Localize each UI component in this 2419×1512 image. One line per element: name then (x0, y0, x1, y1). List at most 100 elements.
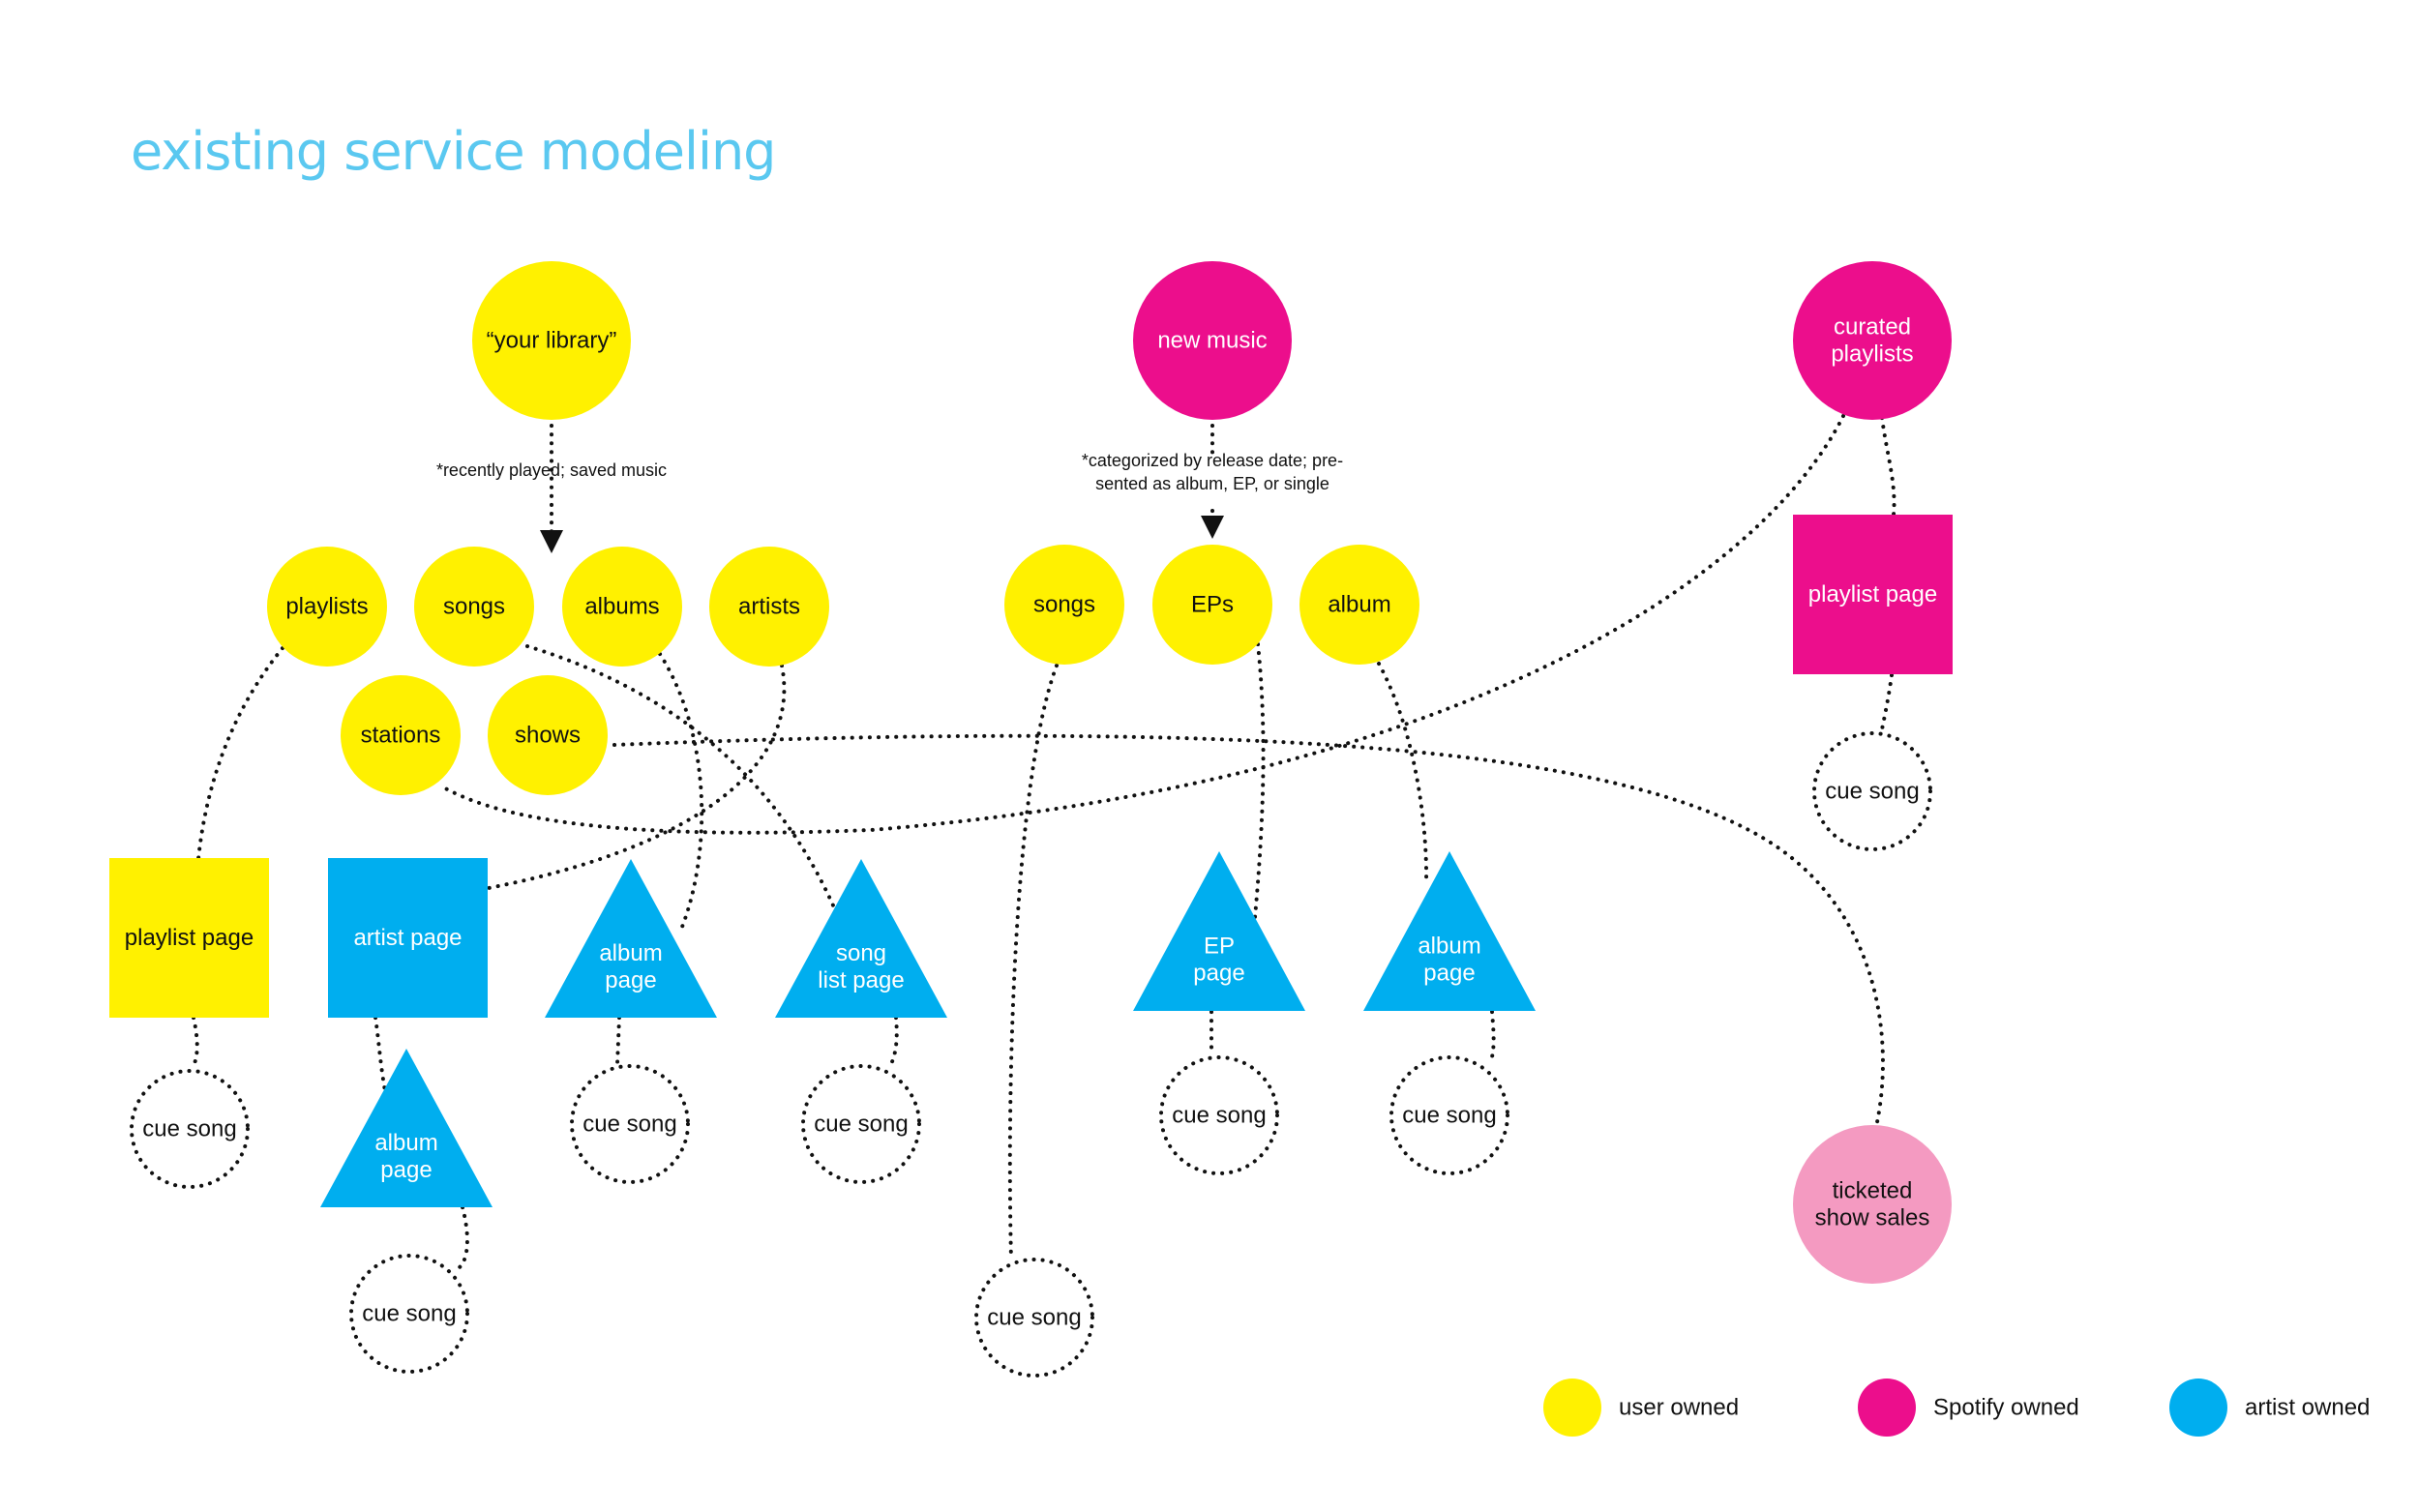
edge-eps-to-ep-page (1253, 642, 1266, 919)
playlist-page-spotify-label: playlist page (1808, 581, 1937, 608)
cue-song-3-label: cue song (362, 1301, 456, 1327)
nm-songs-shape (1004, 545, 1124, 665)
edge-artists-to-artist-page (487, 664, 787, 890)
curated-playlists-shape (1793, 261, 1952, 420)
legend-label-artist: artist owned (2245, 1395, 2370, 1421)
artist-page-label: artist page (353, 925, 462, 951)
edge-shows-to-ticketed (612, 733, 1885, 1124)
edge-album-page-2-to-cue (1488, 1010, 1496, 1066)
cue-song-7-shape (1159, 1055, 1279, 1175)
artist-page-node: artist page (328, 858, 488, 1018)
lib-stations-label: stations (361, 723, 441, 749)
edge-nm-songs-to-cue (1007, 664, 1059, 1261)
edge-album-page-1-to-cue (615, 1016, 621, 1066)
lib-artists-shape (709, 547, 829, 667)
nm-album-node: album (1299, 545, 1419, 665)
cue-song-5-node: cue song (801, 1064, 921, 1184)
edge-songs-to-song-list-page (525, 644, 839, 916)
cue-song-7-node: cue song (1159, 1055, 1279, 1175)
ep-page-shape (1133, 851, 1305, 1011)
artist-page-shape (328, 858, 488, 1018)
cue-song-6-label: cue song (987, 1305, 1081, 1331)
cue-song-8-node: cue song (1389, 1055, 1509, 1175)
playlist-page-user-label: playlist page (125, 925, 254, 951)
edge-album-to-album-page (1377, 662, 1429, 884)
lib-songs-shape (414, 547, 534, 667)
connectors (192, 414, 1896, 1269)
playlist-page-spotify-shape (1793, 515, 1953, 674)
album-page-1-label: album (599, 940, 662, 966)
legend-swatch-artist (2169, 1379, 2227, 1437)
playlist-page-user-shape (109, 858, 269, 1018)
cue-song-2-shape (130, 1069, 250, 1189)
cue-song-1-node: cue song (1812, 731, 1932, 851)
nm-eps-node: EPs (1152, 545, 1272, 665)
edge-playlists-to-playlist-page (196, 646, 284, 861)
lib-albums-label: albums (584, 594, 659, 620)
cue-song-6-shape (974, 1258, 1094, 1378)
cue-song-4-shape (570, 1064, 690, 1184)
legend-label-user: user owned (1619, 1395, 1739, 1421)
song-list-page-label: list page (818, 967, 904, 993)
lib-shows-node: shows (488, 675, 608, 795)
album-page-2-shape (1363, 851, 1536, 1011)
album-page-2-label: album (1418, 934, 1480, 960)
lib-albums-shape (562, 547, 682, 667)
curated-playlists-label: curated (1834, 314, 1911, 341)
edge-album-page-to-cue (458, 1205, 469, 1269)
note-new-music: sented as album, EP, or single (1095, 474, 1329, 493)
nm-songs-label: songs (1033, 592, 1095, 618)
cue-song-2-node: cue song (130, 1069, 250, 1189)
edge-artist-page-to-album-page (373, 1016, 387, 1093)
album-page-1-label: page (605, 967, 656, 993)
your-library-label: “your library” (487, 328, 617, 354)
new-music-shape (1133, 261, 1292, 420)
curated-playlists-label: playlists (1831, 341, 1913, 368)
cue-song-1-shape (1812, 731, 1932, 851)
page-title: existing service modeling (131, 121, 776, 182)
cue-song-5-shape (801, 1064, 921, 1184)
lib-songs-node: songs (414, 547, 534, 667)
ticketed-show-sales-label: ticketed (1833, 1178, 1913, 1204)
lib-playlists-node: playlists (267, 547, 387, 667)
nm-eps-label: EPs (1191, 592, 1234, 618)
lib-playlists-label: playlists (285, 594, 368, 620)
cue-song-8-label: cue song (1402, 1103, 1496, 1129)
album-page-3-label: page (380, 1157, 432, 1183)
nm-songs-node: songs (1004, 545, 1124, 665)
lib-shows-label: shows (515, 723, 581, 749)
lib-shows-shape (488, 675, 608, 795)
legend-swatch-spotify (1858, 1379, 1916, 1437)
album-page-2-label: page (1423, 961, 1475, 987)
song-list-page-shape (775, 859, 947, 1018)
cue-song-8-shape (1389, 1055, 1509, 1175)
cue-song-4-node: cue song (570, 1064, 690, 1184)
ep-page-label: page (1193, 961, 1244, 987)
note-new-music: *categorized by release date; pre- (1082, 451, 1343, 470)
legend-swatch-user (1543, 1379, 1601, 1437)
cue-song-7-label: cue song (1172, 1103, 1266, 1129)
edge-curated-to-stations (438, 414, 1845, 835)
album-page-3-shape (320, 1049, 493, 1207)
album-page-1-shape (545, 859, 717, 1018)
cue-song-2-label: cue song (142, 1116, 236, 1142)
new-music-label: new music (1157, 328, 1267, 354)
lib-stations-shape (341, 675, 461, 795)
note-library: *recently played; saved music (436, 460, 667, 480)
ticketed-show-sales-label: show sales (1815, 1205, 1930, 1231)
ep-page-label: EP (1204, 934, 1235, 960)
cue-song-1-label: cue song (1825, 779, 1919, 805)
album-page-3-label: album (374, 1130, 437, 1156)
edge-song-list-page-to-cue (888, 1016, 899, 1068)
ticketed-show-sales-shape (1793, 1125, 1952, 1284)
edge-albums-to-album-page (658, 652, 704, 929)
legend-label-spotify: Spotify owned (1933, 1395, 2079, 1421)
annotations: *recently played; saved music *categorize… (436, 451, 1343, 493)
playlist-page-spotify-node: playlist page (1793, 515, 1953, 674)
edge-playlist-page-to-cue-user (192, 1016, 199, 1068)
